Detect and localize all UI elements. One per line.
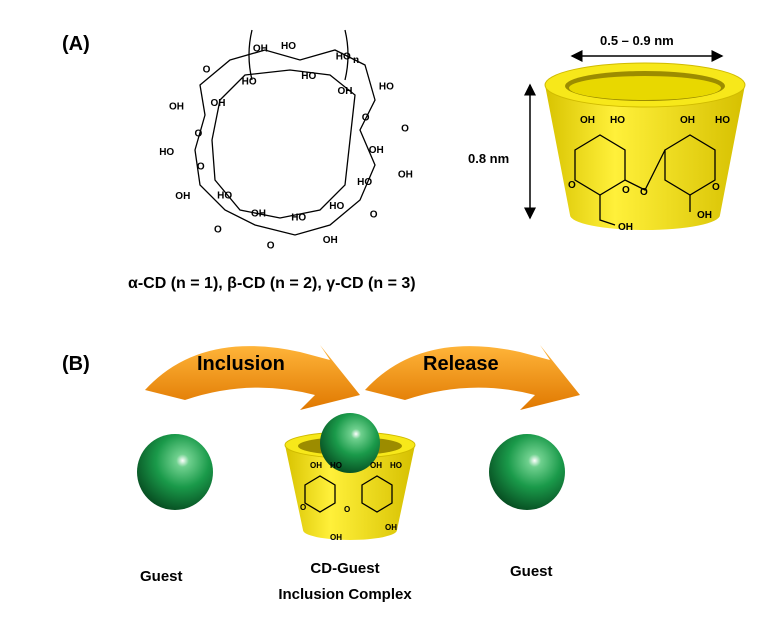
repeat-subscript: n — [353, 55, 359, 66]
svg-text:O: O — [622, 185, 630, 196]
structure-atom-label: HO — [291, 213, 306, 224]
structure-atom-label: O — [401, 124, 409, 135]
complex-label-line1: CD-Guest — [310, 560, 379, 577]
guest-sphere-included — [320, 413, 380, 473]
svg-text:OH: OH — [370, 461, 382, 470]
svg-text:O: O — [344, 505, 350, 514]
structure-atom-label: HO — [301, 71, 316, 82]
structure-atom-label: OH — [323, 235, 338, 246]
structure-atom-label: HO — [281, 41, 296, 52]
structure-atom-label: HO — [159, 147, 174, 158]
guest-label-left: Guest — [140, 568, 183, 585]
structure-atom-label: O — [195, 129, 203, 140]
structure-atom-label: HO — [329, 201, 344, 212]
inclusion-arrow — [145, 345, 360, 410]
structure-atom-label: OH — [251, 209, 266, 220]
svg-text:HO: HO — [715, 115, 730, 126]
release-label: Release — [423, 353, 499, 375]
structure-atom-label: O — [370, 210, 378, 221]
structure-atom-label: OH — [338, 86, 353, 97]
cyclodextrin-cone: OH HO OH HO O O O O OH OH — [544, 62, 746, 233]
structure-atom-label: OH — [253, 44, 268, 55]
structure-atom-label: O — [267, 240, 275, 251]
svg-text:OH: OH — [680, 115, 695, 126]
height-label: 0.8 nm — [468, 151, 509, 166]
width-label: 0.5 – 0.9 nm — [600, 33, 674, 48]
svg-text:HO: HO — [390, 461, 402, 470]
svg-text:OH: OH — [697, 210, 712, 221]
guest-sphere-left — [137, 434, 213, 510]
svg-text:O: O — [568, 180, 576, 191]
structure-atom-label: OH — [369, 145, 384, 156]
guest-label-right: Guest — [510, 563, 553, 580]
structure-atom-label: OH — [398, 170, 413, 181]
structure-atom-label: OH — [175, 191, 190, 202]
svg-text:OH: OH — [385, 523, 397, 532]
complex-label-line2: Inclusion Complex — [278, 586, 412, 603]
structure-atom-label: HO — [217, 190, 232, 201]
svg-text:HO: HO — [610, 115, 625, 126]
svg-text:OH: OH — [310, 461, 322, 470]
structure-atom-label: HO — [357, 177, 372, 188]
svg-text:O: O — [712, 182, 720, 193]
panel-b-label: (B) — [62, 353, 90, 375]
inclusion-complex: OH HO OH HO O O OH OH — [284, 413, 416, 542]
panel-a-label: (A) — [62, 33, 90, 55]
structure-atom-label: O — [362, 113, 370, 124]
structure-atom-label: O — [203, 64, 211, 75]
svg-text:OH: OH — [618, 222, 633, 233]
structure-atom-label: O — [197, 162, 205, 173]
structure-atom-label: O — [214, 225, 222, 236]
svg-text:O: O — [640, 187, 648, 198]
inclusion-label: Inclusion — [197, 353, 285, 375]
structure-caption: α-CD (n = 1), β-CD (n = 2), γ-CD (n = 3) — [128, 275, 416, 292]
structure-atom-label: HO — [336, 52, 351, 63]
guest-sphere-right — [489, 434, 565, 510]
structure-atom-label: HO — [379, 81, 394, 92]
structure-atom-label: OH — [169, 101, 184, 112]
structure-atom-label: HO — [242, 77, 257, 88]
svg-text:O: O — [300, 503, 306, 512]
svg-text:OH: OH — [580, 115, 595, 126]
svg-text:OH: OH — [330, 533, 342, 542]
svg-text:HO: HO — [330, 461, 342, 470]
structure-atom-label: OH — [211, 98, 226, 109]
release-arrow — [365, 345, 580, 410]
